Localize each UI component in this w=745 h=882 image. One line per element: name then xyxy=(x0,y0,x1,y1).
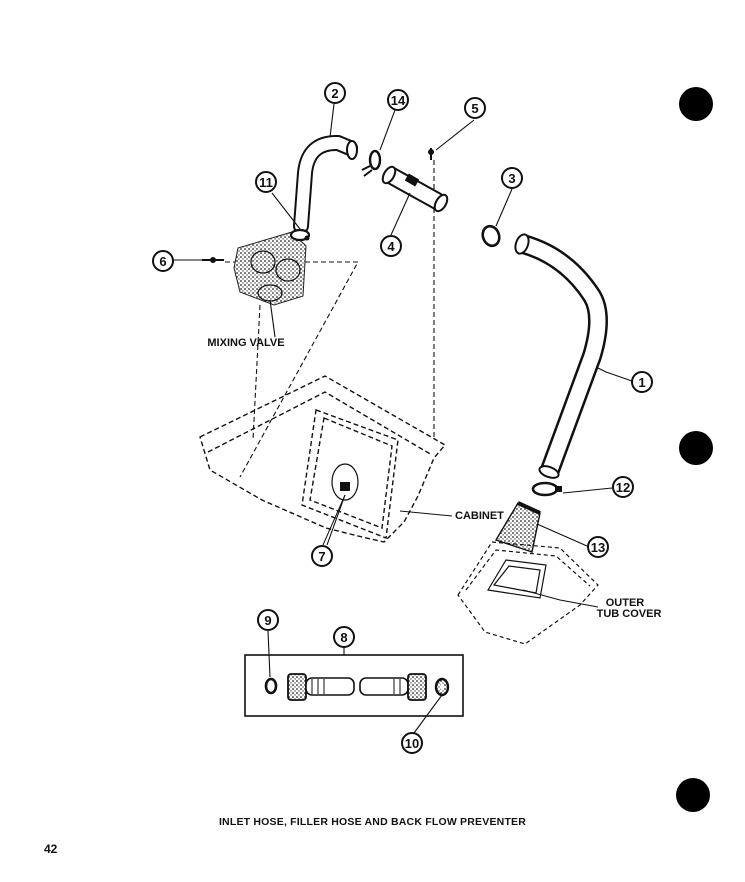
label-outer-tub-cover-line2: TUB COVER xyxy=(597,608,662,620)
screw-6 xyxy=(202,257,224,263)
svg-text:4: 4 xyxy=(387,239,395,254)
clamp-12 xyxy=(531,481,562,497)
callout-12: 12 xyxy=(612,476,634,498)
svg-text:13: 13 xyxy=(591,540,605,555)
svg-text:5: 5 xyxy=(471,101,478,116)
inlet-hose-section-left xyxy=(287,673,355,701)
svg-text:12: 12 xyxy=(616,480,630,495)
page-number: 42 xyxy=(44,842,58,856)
callout-9: 9 xyxy=(257,609,279,631)
punch-hole-middle xyxy=(679,431,713,465)
hose-2 xyxy=(293,135,358,234)
callout-10: 10 xyxy=(401,732,423,754)
punch-hole-top xyxy=(679,87,713,121)
washer-9 xyxy=(264,677,278,695)
callout-3: 3 xyxy=(501,167,523,189)
inlet-hose-kit-8 xyxy=(244,654,464,717)
callout-13: 13 xyxy=(587,536,609,558)
svg-text:14: 14 xyxy=(391,93,406,108)
screw-5 xyxy=(428,148,434,160)
callout-7: 7 xyxy=(311,545,333,567)
cabinet-opening xyxy=(331,463,359,501)
callout-2: 2 xyxy=(324,82,346,104)
svg-text:6: 6 xyxy=(159,254,166,269)
assembly-guide-lines xyxy=(225,160,435,478)
clamp-14 xyxy=(361,149,382,177)
svg-text:1: 1 xyxy=(638,375,645,390)
svg-text:7: 7 xyxy=(318,549,325,564)
callout-5: 5 xyxy=(464,97,486,119)
figure-caption: INLET HOSE, FILLER HOSE AND BACK FLOW PR… xyxy=(218,816,527,828)
svg-text:9: 9 xyxy=(264,613,271,628)
callout-6: 6 xyxy=(152,250,174,272)
label-outer-tub-cover-line1: OUTER xyxy=(606,597,645,609)
label-mixing-valve: MIXING VALVE xyxy=(207,337,284,349)
clamp-3 xyxy=(481,224,501,248)
svg-text:10: 10 xyxy=(405,736,419,751)
backflow-preventer-7 xyxy=(340,482,350,491)
outer-tub-cover xyxy=(457,541,599,645)
cabinet-outline xyxy=(199,375,447,543)
mixing-valve xyxy=(233,231,307,306)
punch-hole-bottom xyxy=(676,778,710,812)
inlet-hose-section-right xyxy=(359,673,427,701)
washer-10 xyxy=(434,677,450,697)
callout-11: 11 xyxy=(255,171,277,193)
callout-1: 1 xyxy=(631,371,653,393)
fill-funnel-13 xyxy=(494,501,541,553)
label-cabinet: CABINET xyxy=(455,510,504,522)
connector-tube-4 xyxy=(381,165,449,213)
svg-text:8: 8 xyxy=(340,630,347,645)
leader-lines xyxy=(173,103,633,734)
clamp-11 xyxy=(289,228,311,242)
svg-text:11: 11 xyxy=(259,175,273,190)
svg-text:2: 2 xyxy=(331,86,338,101)
callout-14: 14 xyxy=(387,89,409,111)
callout-8: 8 xyxy=(333,626,355,648)
svg-text:3: 3 xyxy=(508,171,515,186)
fill-hose-1 xyxy=(514,233,608,479)
callout-4: 4 xyxy=(380,235,402,257)
